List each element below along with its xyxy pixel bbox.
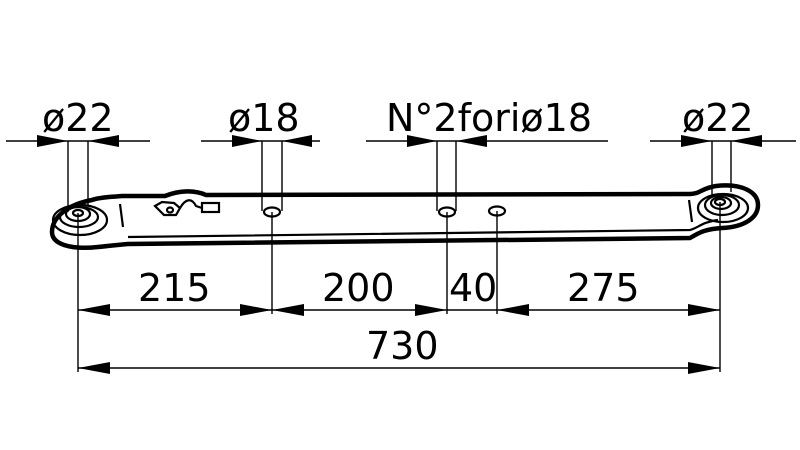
label-holes-group-diameter: N°2foriø18: [386, 96, 592, 140]
dim-hole-1-diameter: ø18: [201, 96, 320, 211]
right-eye-boss: [696, 192, 750, 224]
dim-seg-200: 200: [322, 266, 395, 310]
latch-hook: [153, 199, 221, 217]
dim-seg-215: 215: [138, 266, 211, 310]
dim-overall-730: 730: [366, 324, 439, 368]
extension-lines: [77, 202, 721, 372]
dim-right-eye-diameter: ø22: [650, 96, 796, 196]
label-right-eye-diameter: ø22: [682, 96, 754, 140]
left-eye-boss: [51, 203, 109, 237]
bar-outline: [49, 183, 761, 250]
segment-dimension-line: 215 200 40 275: [78, 266, 720, 316]
overall-dimension-line: 730: [78, 324, 720, 374]
bar-inner-line: [127, 218, 719, 239]
label-left-eye-diameter: ø22: [42, 96, 114, 140]
dim-seg-275: 275: [567, 266, 640, 310]
dim-left-eye-diameter: ø22: [6, 96, 150, 212]
link-bar: [49, 183, 761, 250]
dim-holes-group-diameter: N°2foriø18: [366, 96, 608, 211]
label-hole-1-diameter: ø18: [228, 96, 300, 140]
dim-seg-40: 40: [449, 266, 497, 310]
